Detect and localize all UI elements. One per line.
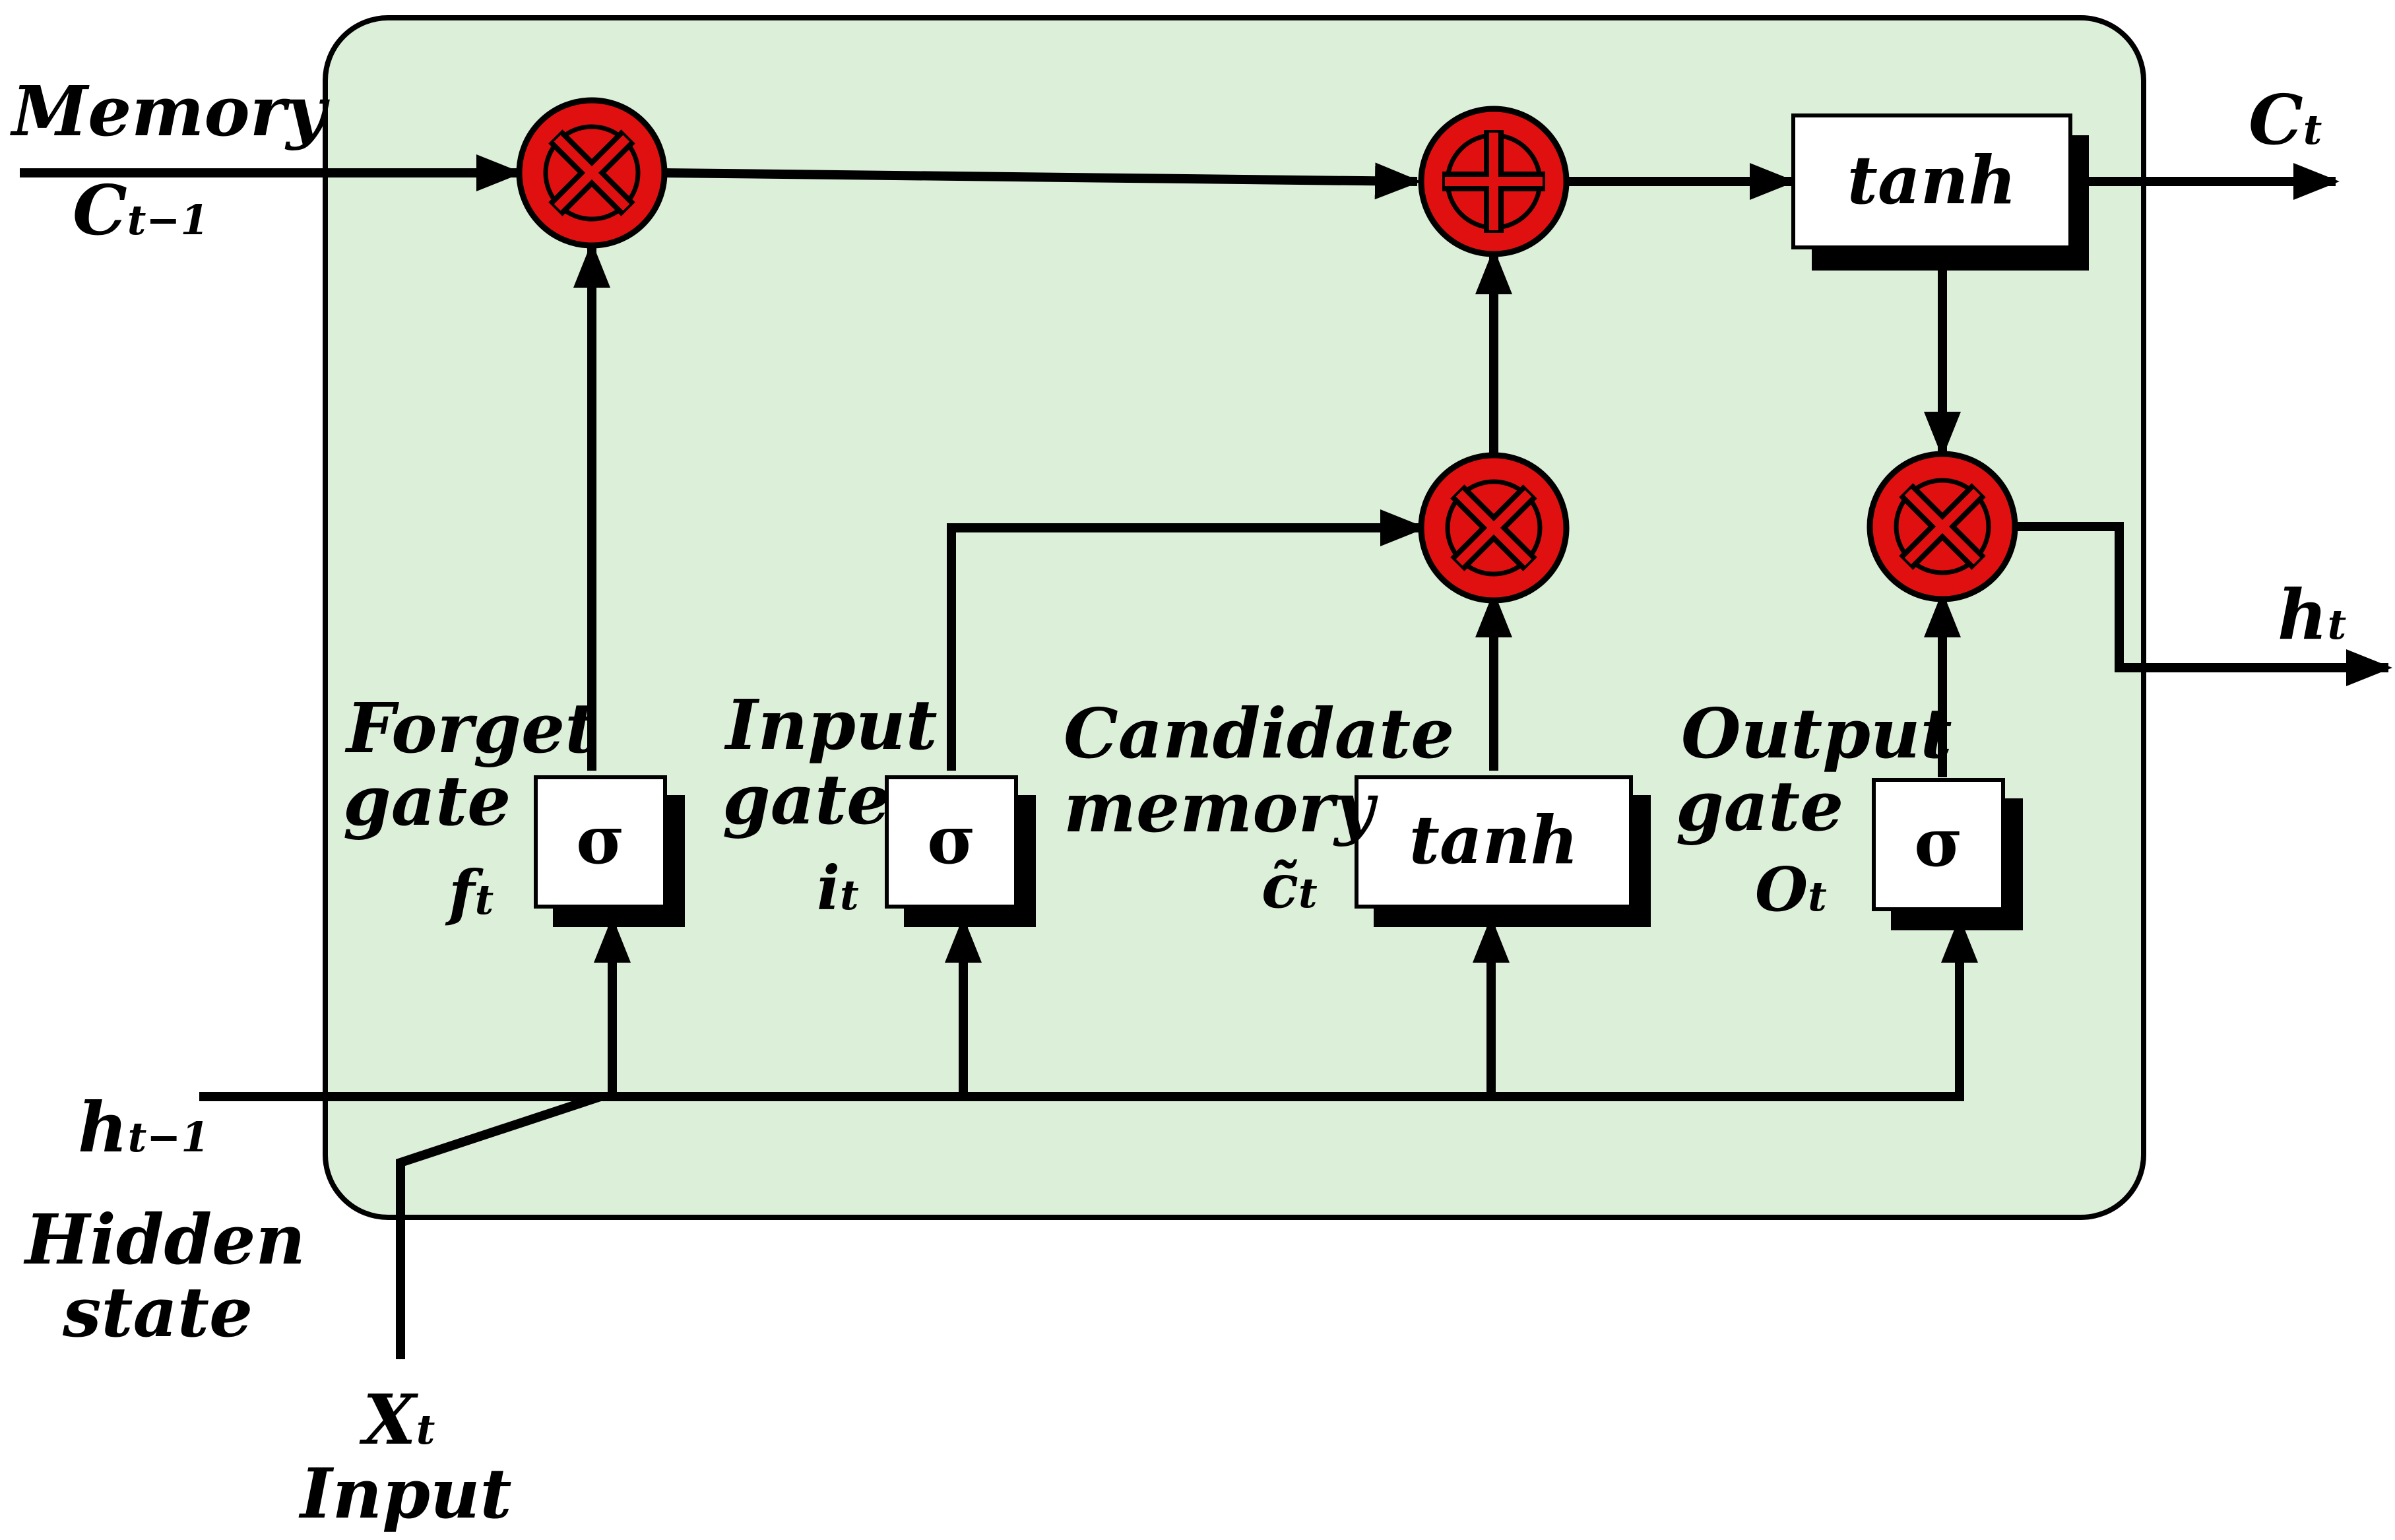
forget-multiply-node bbox=[516, 97, 668, 249]
forget-gate-label-line1: Forget bbox=[344, 688, 596, 769]
candidate-tanh-box: tanh bbox=[1355, 775, 1651, 927]
input-gate-label-line1: Input bbox=[724, 684, 938, 765]
memory-add-node bbox=[1418, 106, 1570, 257]
svg-text:tanh: tanh bbox=[1847, 141, 2016, 219]
top-tanh-box: tanh bbox=[1791, 113, 2089, 271]
candidate-memory-symbol: c̃t bbox=[1261, 850, 1318, 922]
candidate-memory-label-line1: Candidate bbox=[1064, 693, 1454, 774]
hidden-state-label-line2: state bbox=[62, 1271, 253, 1353]
output-gate-symbol: Ot bbox=[1755, 854, 1827, 925]
cell-background bbox=[323, 15, 2146, 1220]
output-multiply-node bbox=[1867, 451, 2018, 602]
candidate-memory-label-line2: memory bbox=[1064, 767, 1378, 848]
output-gate-sigma-box: σ bbox=[1872, 778, 2023, 930]
forget-gate-sigma-box: σ bbox=[534, 775, 685, 927]
svg-text:σ: σ bbox=[927, 801, 976, 879]
wires bbox=[20, 154, 2392, 1359]
h-out-label: ht bbox=[2278, 574, 2347, 655]
input-gate-sigma-box: σ bbox=[885, 775, 1036, 927]
input-word-label: Input bbox=[298, 1453, 512, 1534]
memory-label: Memory bbox=[10, 71, 330, 152]
svg-text:σ: σ bbox=[1914, 804, 1963, 882]
input-multiply-node bbox=[1418, 452, 1570, 604]
svg-text:tanh: tanh bbox=[1409, 801, 1578, 879]
h-prev-label: ht−1 bbox=[78, 1087, 209, 1168]
c-out-label: Ct bbox=[2249, 79, 2322, 160]
input-gate-label-line2: gate bbox=[722, 759, 890, 840]
svg-text:σ: σ bbox=[576, 801, 625, 879]
c-prev-label: Ct−1 bbox=[73, 170, 209, 251]
x-input-label: Xt bbox=[359, 1379, 435, 1460]
input-gate-symbol: it bbox=[817, 852, 859, 924]
output-gate-label-line2: gate bbox=[1676, 765, 1843, 847]
output-gate-label-line1: Output bbox=[1681, 693, 1952, 774]
forget-gate-label-line2: gate bbox=[343, 760, 511, 841]
hidden-state-label-line1: Hidden bbox=[23, 1199, 305, 1280]
